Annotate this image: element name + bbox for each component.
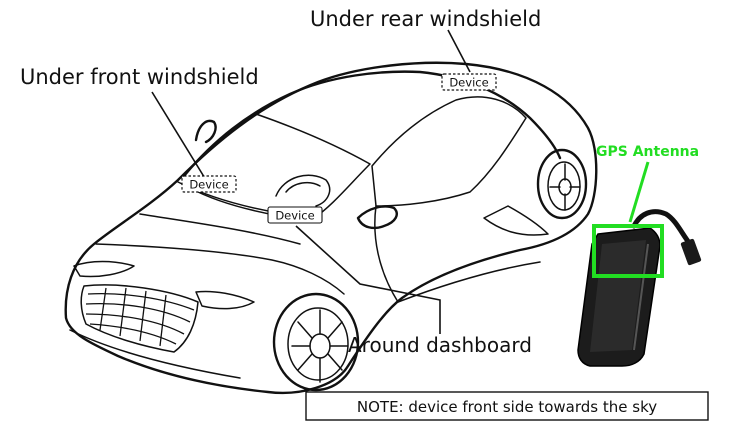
leader-lines — [151, 29, 471, 334]
dashboard-leader — [295, 225, 441, 334]
antenna-highlight-box — [592, 224, 664, 278]
rocker-line — [397, 261, 541, 303]
car-illustration — [64, 61, 598, 394]
front-windshield — [177, 113, 371, 219]
label-gps-antenna: GPS Antenna — [596, 144, 699, 160]
label-under-front-windshield: Under front windshield — [20, 65, 259, 89]
label-around-dashboard: Around dashboard — [348, 333, 532, 357]
steering-wheel — [275, 174, 331, 207]
hood-line — [95, 243, 345, 295]
steering-wheel-inner — [285, 181, 321, 193]
car-roof — [182, 70, 562, 178]
side-mirror — [356, 205, 398, 230]
rear-windshield-leader — [447, 29, 471, 73]
side-window — [371, 96, 527, 207]
label-under-rear-windshield: Under rear windshield — [310, 7, 541, 31]
left-headlight — [73, 260, 135, 278]
device-tag-rear: Device — [441, 73, 497, 91]
device-tag-rear-text: Device — [449, 76, 488, 90]
device-edge-shine — [633, 243, 649, 351]
side-intake — [483, 205, 549, 236]
front-wheel — [272, 292, 360, 392]
cable-connector — [680, 238, 702, 266]
device-tag-dashboard: Device — [267, 206, 323, 224]
right-headlight — [195, 290, 255, 310]
device-tag-dashboard-text: Device — [275, 209, 314, 223]
device-tag-front-text: Device — [189, 178, 228, 192]
device-tag-front: Device — [181, 175, 237, 193]
gps-device — [577, 161, 702, 367]
rear-wheel — [536, 148, 588, 220]
grille-pattern — [85, 287, 195, 347]
front-bumper — [69, 329, 241, 379]
gps-antenna-leader — [628, 161, 650, 223]
rear-spoiler — [194, 119, 217, 144]
hood-crease — [139, 213, 301, 245]
front-windshield-leader — [151, 91, 207, 181]
antenna-cable — [631, 209, 693, 247]
note-box: NOTE: device front side towards the sky — [305, 391, 709, 421]
device-face-highlight — [590, 240, 646, 352]
note-text: NOTE: device front side towards the sky — [357, 398, 657, 416]
grille-outline — [80, 284, 199, 353]
door-line — [374, 205, 399, 303]
car-body-outline — [64, 61, 598, 394]
